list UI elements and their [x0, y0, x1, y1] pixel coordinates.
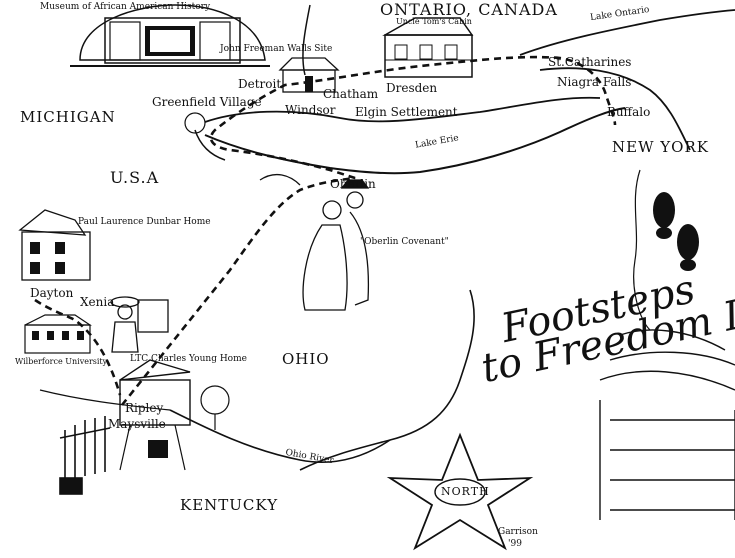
- region-ohio: OHIO: [282, 350, 330, 368]
- place-st-catharines: St.Catharines: [548, 55, 632, 69]
- place-detroit: Detroit: [238, 77, 282, 91]
- landmark-uncle-toms-cabin: Uncle Tom's Cabin: [396, 17, 472, 26]
- landmark-museum: Museum of African American History: [40, 2, 211, 12]
- ripley-house: [119, 359, 191, 471]
- region-ontario: ONTARIO, CANADA: [380, 0, 558, 19]
- place-maysville: Maysville: [108, 417, 166, 431]
- region-michigan: MICHIGAN: [20, 108, 116, 126]
- ohio-river: [169, 409, 391, 463]
- route-west: [34, 298, 122, 396]
- oberlin-couple: [302, 179, 370, 311]
- landmark-dunbar: Paul Laurence Dunbar Home: [78, 217, 211, 227]
- place-dayton: Dayton: [30, 286, 74, 300]
- signature-name: Garrison: [498, 527, 538, 537]
- freedom-route: [120, 55, 617, 406]
- place-windsor: Windsor: [285, 103, 336, 117]
- signature-year: '99: [508, 539, 522, 549]
- young-home-figure: [110, 296, 169, 353]
- bridge: [599, 329, 735, 520]
- landmark-freeman-walls: John Freeman Walls Site: [220, 44, 333, 54]
- place-buffalo: Buffalo: [607, 105, 651, 119]
- wilberforce-building: [24, 314, 92, 354]
- compass-center: [434, 478, 486, 506]
- region-new-york: NEW YORK: [612, 138, 709, 156]
- canada-shoreline: [204, 96, 601, 123]
- footprints: [653, 192, 699, 271]
- region-usa: U.S.A: [110, 168, 160, 187]
- compass-star: [386, 432, 534, 551]
- fence: [59, 416, 111, 495]
- region-kentucky: KENTUCKY: [180, 496, 279, 514]
- place-chatham: Chatham: [323, 87, 379, 101]
- compass-north: NORTH: [441, 485, 490, 498]
- place-ripley: Ripley: [125, 401, 164, 415]
- place-elgin: Elgin Settlement: [355, 105, 458, 119]
- place-oberlin: Oberlin: [330, 177, 376, 191]
- landmark-young-home: LTC Charles Young Home: [130, 354, 247, 364]
- landmark-oberlin-covenant: "Oberlin Covenant": [360, 237, 449, 247]
- lake-ontario-shoreline: [519, 9, 735, 56]
- oberlin-arrow: [259, 173, 301, 186]
- walls-cabin: [278, 57, 340, 93]
- place-niagara-falls: Niagra Falls: [557, 75, 632, 89]
- museum-building: [70, 4, 270, 67]
- place-xenia: Xenia: [80, 295, 115, 309]
- uncle-toms-cabin: [382, 17, 474, 78]
- landmark-wilberforce: Wilberforce University: [15, 357, 108, 366]
- tree: [184, 112, 230, 430]
- place-dresden: Dresden: [386, 81, 438, 95]
- dunbar-house: [18, 209, 91, 281]
- landmark-greenfield: Greenfield Village: [152, 95, 262, 109]
